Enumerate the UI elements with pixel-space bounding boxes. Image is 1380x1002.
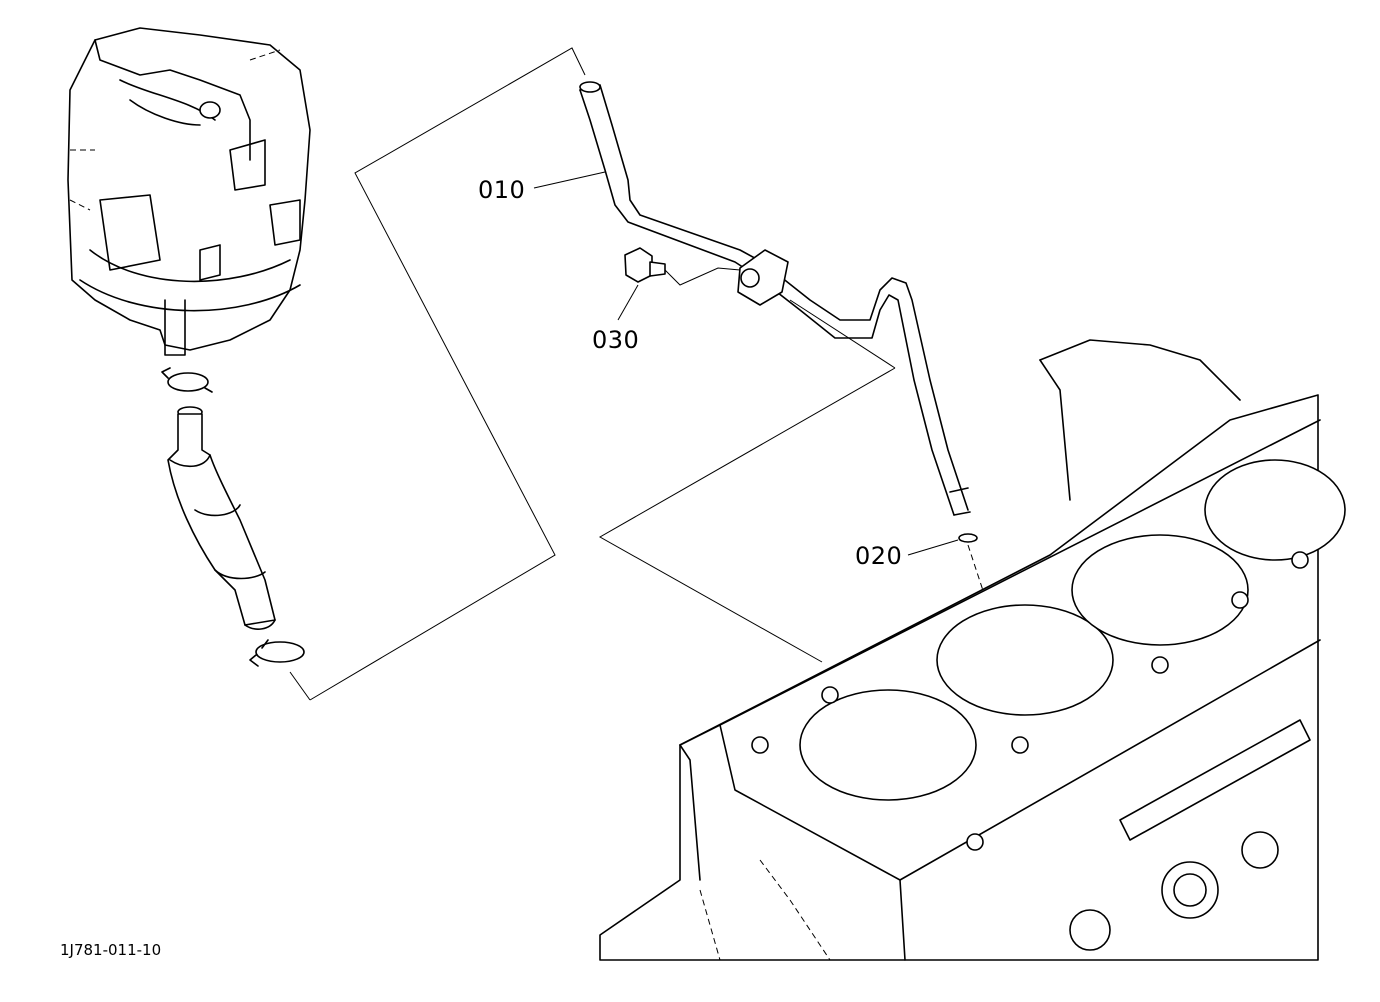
callout-030: 030 xyxy=(592,284,639,354)
callout-010: 010 xyxy=(478,171,606,204)
callout-label-020: 020 xyxy=(855,542,902,570)
hose-clamp-lower xyxy=(249,639,305,667)
hose-clamp-upper xyxy=(161,367,213,418)
banjo-bolt xyxy=(624,247,741,286)
callout-label-010: 010 xyxy=(478,176,525,204)
drawing-code: 1J781-011-10 xyxy=(60,941,161,959)
reference-frame-lines xyxy=(289,47,896,701)
rubber-hose xyxy=(167,413,276,630)
callout-020: 020 xyxy=(855,539,959,570)
breather-assembly xyxy=(67,27,311,356)
callout-label-030: 030 xyxy=(592,326,639,354)
breather-pipe xyxy=(579,81,971,516)
engine-cylinder-block xyxy=(599,339,1346,961)
